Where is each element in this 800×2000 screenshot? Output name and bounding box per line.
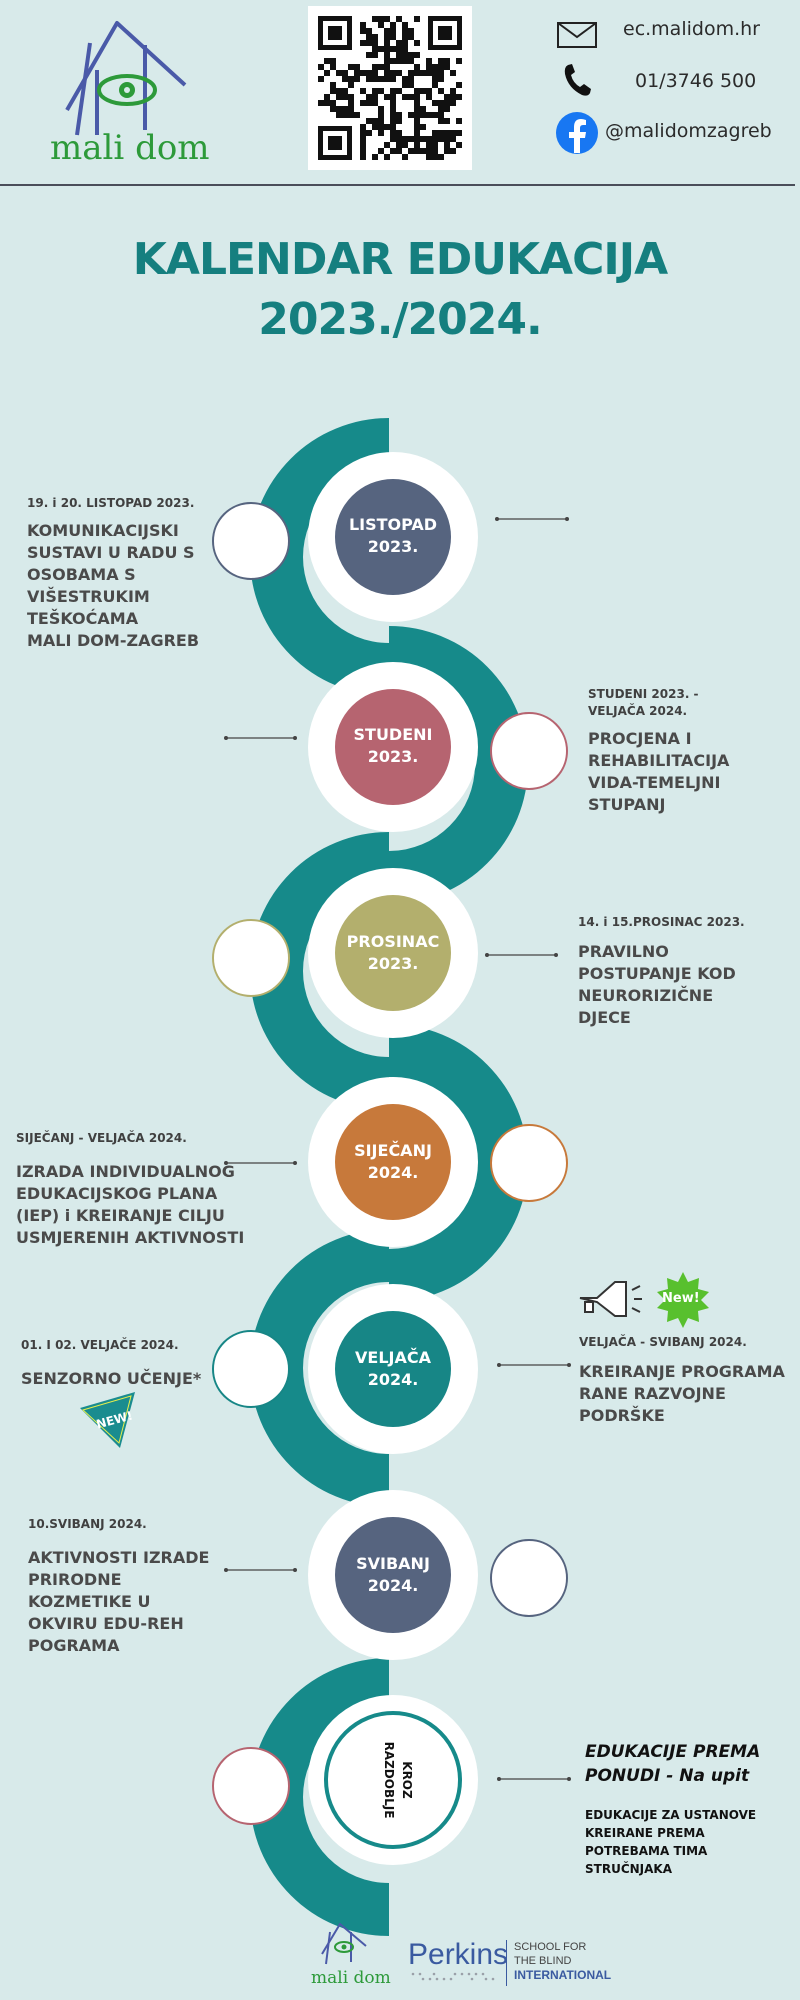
footer-divider (506, 1940, 507, 1986)
mali-dom-logo (65, 21, 187, 136)
megaphone-icon (579, 1281, 642, 1317)
side-circle-3 (212, 919, 290, 997)
side-circle-5 (212, 1330, 290, 1408)
side-circle-1 (212, 502, 290, 580)
side-circle-4 (490, 1124, 568, 1202)
event-6: VELJAČA - SVIBANJ 2024. KREIRANJE PROGRA… (579, 1335, 785, 1425)
braille-dots (411, 1972, 495, 1981)
side-circle-6 (490, 1539, 568, 1617)
month-circle-veljaca (335, 1311, 451, 1427)
perkins-logo-text: Perkins (408, 1938, 509, 1971)
timeline-arc-5 (250, 1229, 389, 1507)
month-circle-sijecanj (335, 1104, 451, 1220)
event-5: 01. I 02. VELJAČE 2024. SENZORNO UČENJE* (21, 1338, 202, 1388)
facebook-text[interactable]: @malidomzagreb (605, 120, 772, 142)
phone-text[interactable]: 01/3746 500 (635, 70, 757, 92)
footer-logo-icon (321, 1923, 367, 1965)
timeline-arc-6 (250, 1658, 389, 1936)
timeline-arc-4 (389, 1024, 528, 1302)
footer-logo-text: mali dom (311, 1968, 391, 1988)
timeline-arc-1 (250, 418, 389, 696)
perkins-school-text: SCHOOL FOR THE BLIND INTERNATIONAL (514, 1941, 612, 1982)
new-starburst-badge (657, 1272, 709, 1328)
new-triangle-badge (80, 1392, 135, 1448)
ring-kroz (308, 1695, 478, 1865)
side-circle-2 (490, 712, 568, 790)
phone-icon (564, 64, 591, 96)
page-title: KALENDAR EDUKACIJA (132, 234, 668, 285)
new-starburst-text: New! (662, 1291, 700, 1306)
month-circle-svibanj (335, 1517, 451, 1633)
envelope-icon (557, 22, 597, 48)
side-circle-7 (212, 1747, 290, 1825)
email-text[interactable]: ec.malidom.hr (623, 18, 760, 40)
page-subtitle: 2023./2024. (258, 294, 542, 345)
month-circle-prosinac (335, 895, 451, 1011)
month-circle-studeni (335, 689, 451, 805)
event-4: SIJEČANJ - VELJAČA 2024. IZRADA INDIVIDU… (16, 1131, 245, 1247)
timeline-arc-3 (250, 832, 389, 1110)
qr-code (308, 6, 472, 170)
facebook-icon (556, 112, 598, 154)
month-circle-listopad (335, 479, 451, 595)
logo-text: mali dom (50, 128, 210, 168)
header-divider (0, 184, 795, 186)
timeline-arc-2 (389, 626, 528, 904)
